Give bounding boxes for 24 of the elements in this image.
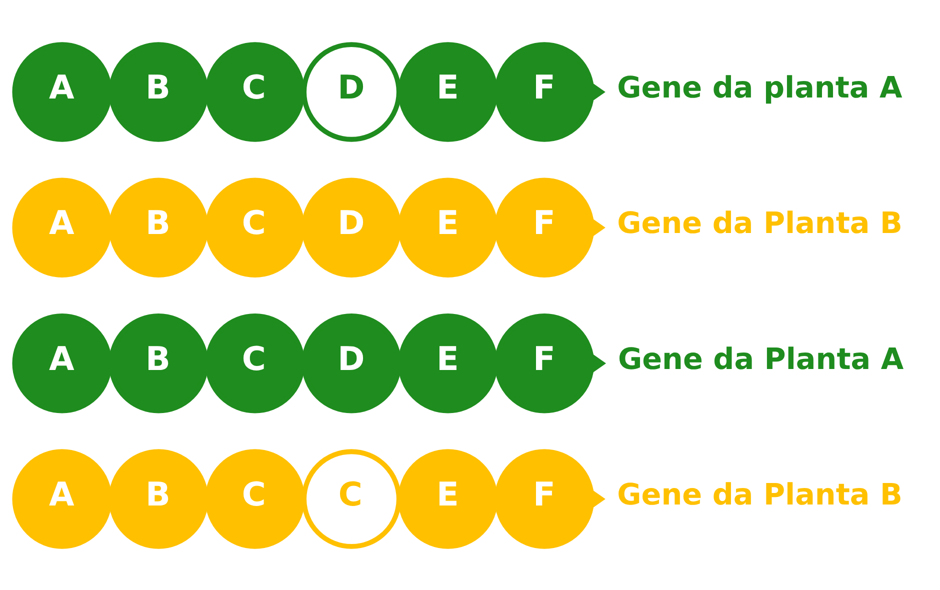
- node-circle: E: [398, 312, 498, 413]
- node-circle: D: [302, 312, 402, 413]
- node-circle: C: [205, 42, 305, 142]
- node-text: Gene da Planta A: [618, 341, 904, 376]
- node-circle: E: [398, 448, 498, 548]
- node-circle: B: [108, 177, 208, 278]
- node-circle: D: [302, 42, 402, 142]
- node-circle: A: [12, 312, 112, 413]
- node-circle: A: [12, 177, 112, 278]
- node-circle: E: [398, 42, 498, 142]
- node-circle: C: [205, 312, 305, 413]
- node-circle: A: [12, 42, 112, 142]
- node-circle: C: [205, 448, 305, 548]
- node-text: Gene da planta A: [617, 70, 902, 104]
- node-circle: B: [108, 448, 208, 548]
- node-circle: B: [108, 312, 208, 413]
- node-circle: D: [302, 177, 402, 278]
- node-circle: C: [302, 448, 402, 548]
- node-circle: B: [108, 42, 208, 142]
- node-circle: C: [205, 177, 305, 278]
- node-circle: A: [12, 448, 112, 548]
- node-text: Gene da Planta B: [617, 206, 902, 240]
- node-text: Gene da Planta B: [617, 477, 902, 512]
- node-circle: E: [398, 177, 498, 278]
